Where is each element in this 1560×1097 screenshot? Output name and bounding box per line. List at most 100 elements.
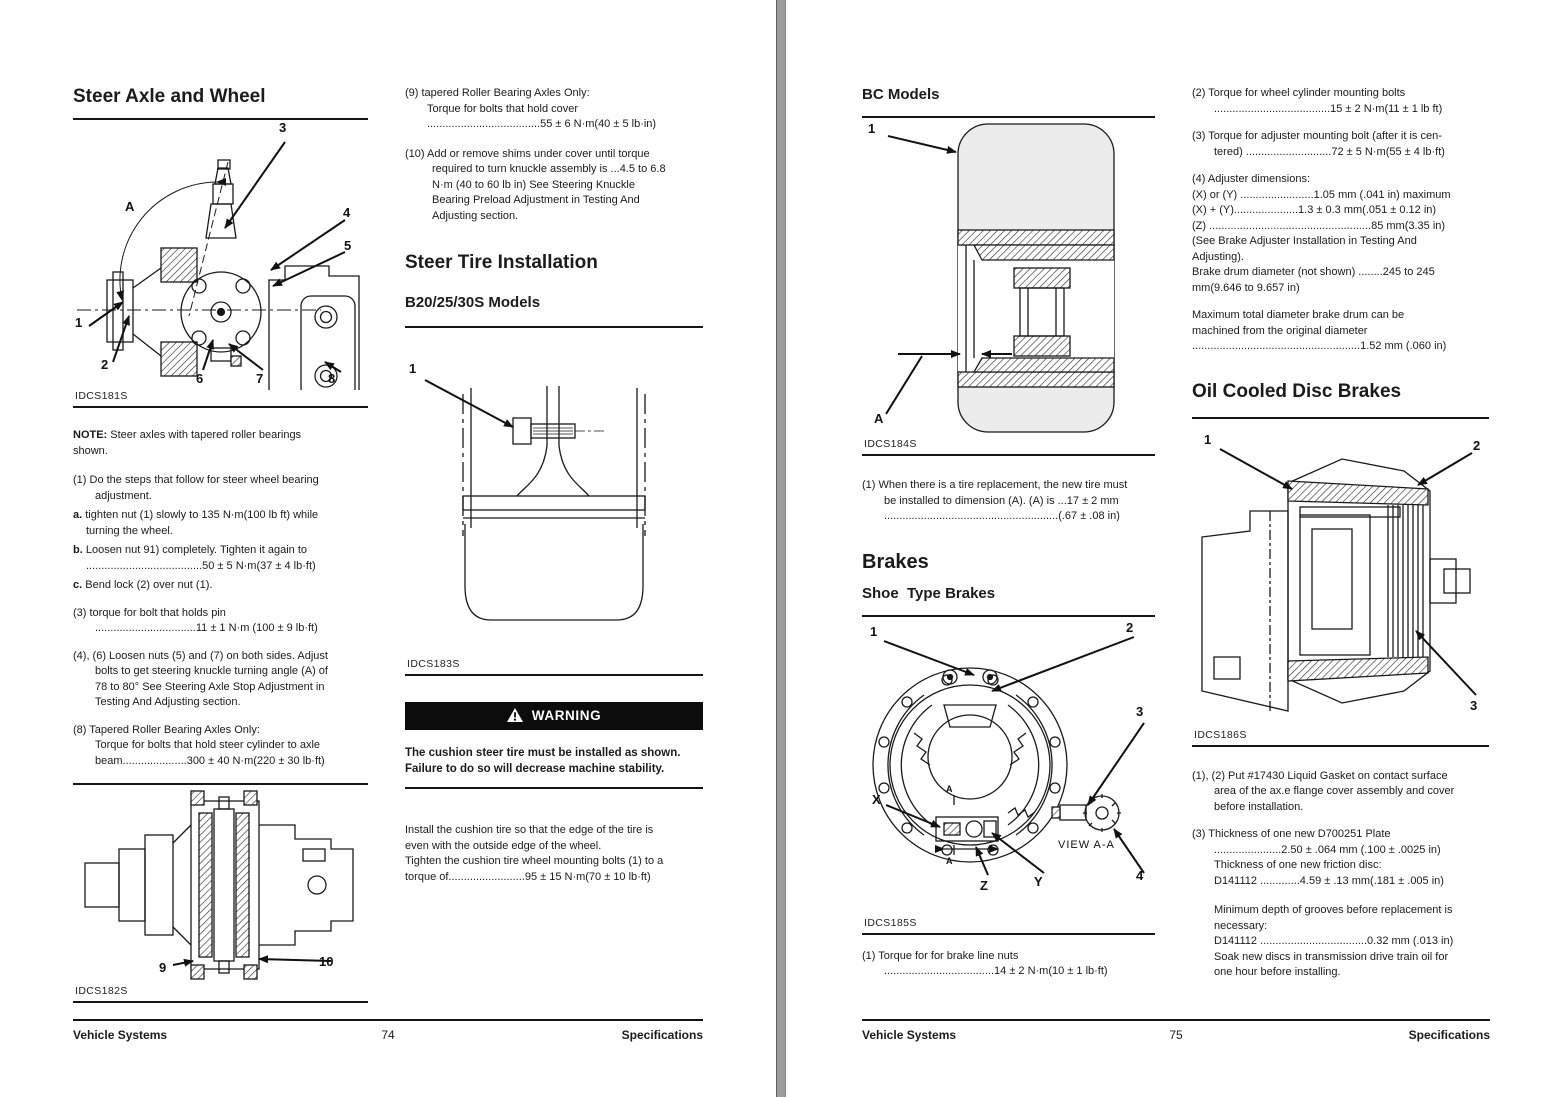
footer-left: Vehicle Systems	[73, 1028, 168, 1042]
warning-icon	[506, 708, 523, 722]
bc-tire-drawing	[885, 123, 1115, 433]
callout-9: 9	[159, 960, 167, 975]
section-heading-oil-cooled: Oil Cooled Disc Brakes	[1192, 380, 1402, 402]
callout-6: 6	[196, 371, 204, 386]
callout-2: 2	[1473, 437, 1481, 453]
spec-item-9: (9) tapered Roller Bearing Axles Only: T…	[405, 87, 657, 130]
spec-max-diameter: Maximum total diameter brake drum can be…	[1192, 309, 1447, 352]
spec-item-1-tire: (1) When there is a tire replacement, th…	[862, 479, 1128, 522]
spec-item-3-thickness: (3) Thickness of one new D700251 Plate .…	[1192, 828, 1444, 887]
subheading-b20-models: B20/25/30S Models	[405, 294, 541, 311]
callout-1: 1	[409, 361, 417, 376]
page75-footer: 75 Vehicle Systems Specifications	[862, 1019, 1490, 1042]
callout-Y: Y	[1034, 873, 1043, 889]
callout-5: 5	[344, 238, 352, 253]
page75-column-1: BC Models	[862, 86, 1155, 993]
page-gutter-divider	[776, 0, 786, 1097]
callout-X: X	[872, 791, 881, 807]
spec-item-1-2-gasket: (1), (2) Put #17430 Liquid Gasket on con…	[1192, 769, 1455, 813]
figure-caption: IDCS184S	[864, 438, 917, 450]
figure-caption: IDCS182S	[75, 985, 128, 997]
callout-2: 2	[1126, 619, 1134, 635]
footer-left: Vehicle Systems	[862, 1028, 957, 1042]
step-c: c. Bend lock (2) over nut (1).	[73, 578, 368, 594]
callout-1: 1	[870, 623, 878, 639]
callout-section-A-bottom: A	[946, 855, 953, 866]
figure-idcs183s: 1 IDCS183S	[405, 326, 703, 676]
spec-item-3: (3) Torque for adjuster mounting bolt (a…	[1192, 130, 1445, 158]
callout-1: 1	[1204, 431, 1212, 447]
subheading-shoe-brakes: Shoe Type Brakes	[862, 584, 996, 602]
steer-tire-drawing	[424, 379, 646, 621]
callout-7: 7	[256, 371, 264, 386]
figure-caption: IDCS183S	[407, 658, 460, 670]
callout-4: 4	[343, 205, 351, 220]
step-a-text: tighten nut (1) slowly to 135 N·m(100 lb…	[85, 509, 319, 537]
spec-item-2: (2) Torque for wheel cylinder mounting b…	[1192, 87, 1443, 115]
section-heading-steer-axle: Steer Axle and Wheel	[73, 86, 266, 107]
hub-section-drawing	[84, 790, 354, 980]
page75-column-2: (2) Torque for wheel cylinder mounting b…	[1192, 86, 1489, 993]
spec-min-groove-depth: Minimum depth of grooves before replacem…	[1214, 904, 1454, 978]
callout-A: A	[874, 411, 884, 426]
spec-item-1-brake-lines: (1) Torque for for brake line nuts .....…	[862, 949, 1108, 978]
step-b-text: Loosen nut 91) completely. Tighten it ag…	[85, 544, 316, 572]
page-74: Steer Axle and Wheel	[73, 0, 703, 1097]
step-b-label: b.	[73, 544, 83, 556]
view-a-a-label: VIEW A-A	[1058, 838, 1115, 851]
step-a: a. tighten nut (1) slowly to 135 N·m(100…	[73, 508, 368, 539]
warning-banner: WARNING	[405, 702, 703, 730]
note-text: Steer axles with tapered roller bearings…	[73, 429, 302, 457]
page74-column-1: Steer Axle and Wheel	[73, 86, 368, 1003]
spec-item-10: (10) Add or remove shims under cover unt…	[405, 147, 666, 222]
figure-caption: IDCS185S	[864, 916, 917, 929]
spec-item-1: (1) Do the steps that follow for steer w…	[73, 474, 319, 502]
callout-A: A	[125, 199, 135, 214]
shoe-brake-drawing	[872, 635, 1145, 875]
callout-10: 10	[319, 954, 334, 969]
section-heading-steer-tire: Steer Tire Installation	[405, 252, 598, 273]
callout-1: 1	[75, 315, 83, 330]
page-number: 75	[1169, 1028, 1183, 1042]
figure-idcs182s: 9 10 IDCS182S	[73, 783, 368, 1003]
footer-right: Specifications	[621, 1028, 703, 1042]
note-label: NOTE:	[73, 429, 108, 441]
callout-4: 4	[1136, 867, 1144, 883]
step-a-label: a.	[73, 509, 83, 521]
steer-axle-drawing	[77, 141, 360, 390]
figure-idcs181s: A 1 2 3 4 5 6 7 8 IDCS181S	[73, 118, 368, 408]
callout-Z: Z	[980, 877, 988, 893]
page74-footer: 74 Vehicle Systems Specifications	[73, 1019, 703, 1042]
callout-8: 8	[328, 371, 336, 386]
divider-rule	[405, 787, 703, 789]
subheading-bc-models: BC Models	[862, 86, 940, 103]
spec-item-4: (4) Adjuster dimensions: (X) or (Y) ....…	[1192, 173, 1451, 294]
page74-column-2: (9) tapered Roller Bearing Axles Only: T…	[405, 86, 703, 1003]
step-c-label: c.	[73, 579, 83, 591]
figure-caption: IDCS181S	[75, 390, 128, 402]
figure-idcs186s: 1 2 3 IDCS186S	[1192, 416, 1489, 747]
warning-text: The cushion steer tire must be installed…	[405, 747, 681, 775]
callout-section-A-top: A	[946, 783, 953, 794]
spec-item-4-6: (4), (6) Loosen nuts (5) and (7) on both…	[73, 649, 328, 709]
callout-1: 1	[868, 121, 876, 136]
footer-right: Specifications	[1408, 1028, 1490, 1042]
figure-caption: IDCS186S	[1194, 728, 1247, 741]
step-c-text: Bend lock (2) over nut (1).	[82, 579, 213, 591]
warning-label: WARNING	[531, 708, 602, 723]
disc-brake-drawing	[1201, 447, 1477, 712]
install-instructions: Install the cushion tire so that the edg…	[405, 824, 664, 883]
callout-3: 3	[1136, 703, 1144, 719]
figure-idcs184s: 1 A IDCS184S	[862, 116, 1155, 456]
callout-2: 2	[101, 357, 109, 372]
section-heading-brakes: Brakes	[862, 550, 929, 573]
callout-3: 3	[1470, 697, 1478, 713]
page-number: 74	[381, 1028, 395, 1042]
note-paragraph: NOTE: Steer axles with tapered roller be…	[73, 428, 368, 459]
callout-3: 3	[279, 120, 287, 135]
spec-item-8: (8) Tapered Roller Bearing Axles Only: T…	[73, 723, 325, 767]
page-75: BC Models	[862, 0, 1490, 1097]
step-b: b. Loosen nut 91) completely. Tighten it…	[73, 543, 368, 574]
figure-idcs185s: 1 2 3 X Z Y 4 A A VIEW A-A IDCS185S	[862, 614, 1155, 935]
